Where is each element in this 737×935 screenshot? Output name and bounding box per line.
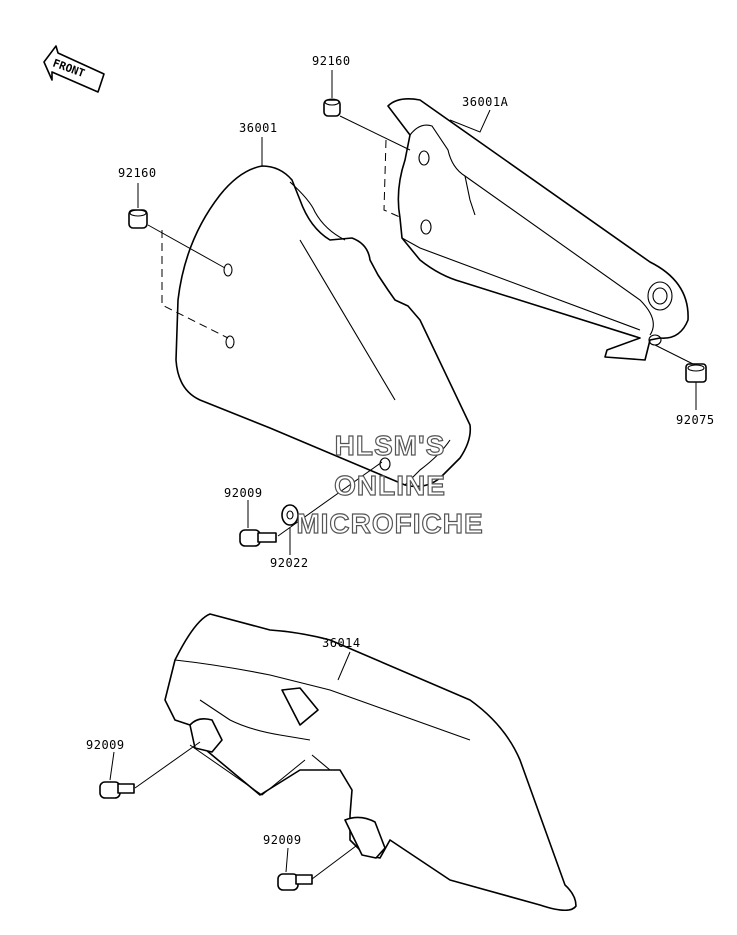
watermark-line-1: HLSM'S xyxy=(334,430,446,461)
washer-92022-icon[interactable] xyxy=(281,504,299,526)
part-label-92009-lower-right[interactable]: 92009 xyxy=(263,833,302,847)
bushing-92160-left-icon[interactable] xyxy=(128,209,148,229)
part-label-92160-upper[interactable]: 92160 xyxy=(312,54,351,68)
bolt-92009-lower-right-icon[interactable] xyxy=(277,873,313,891)
part-label-36001a[interactable]: 36001A xyxy=(462,95,509,109)
part-label-92075[interactable]: 92075 xyxy=(676,413,715,427)
part-label-92009-lower-left[interactable]: 92009 xyxy=(86,738,125,752)
part-label-36014[interactable]: 36014 xyxy=(322,636,361,650)
leader-lines xyxy=(109,70,697,880)
front-arrow-icon: FRONT xyxy=(43,45,105,93)
bolt-92009-upper-icon[interactable] xyxy=(239,529,277,547)
watermark-line-2: ONLINE xyxy=(334,470,446,501)
watermark-line-3: MICROFICHE xyxy=(296,508,484,539)
chain-cover-36014-part[interactable] xyxy=(164,613,577,912)
bolt-92009-lower-left-icon[interactable] xyxy=(99,781,135,799)
part-label-36001[interactable]: 36001 xyxy=(239,121,278,135)
nut-92075-icon[interactable] xyxy=(685,363,707,383)
part-label-92009-upper[interactable]: 92009 xyxy=(224,486,263,500)
bushing-92160-upper-icon[interactable] xyxy=(323,98,341,117)
part-label-92160-left[interactable]: 92160 xyxy=(118,166,157,180)
cover-36001-part[interactable] xyxy=(175,165,472,488)
cover-36001a-part[interactable] xyxy=(387,98,689,361)
part-label-92022[interactable]: 92022 xyxy=(270,556,309,570)
